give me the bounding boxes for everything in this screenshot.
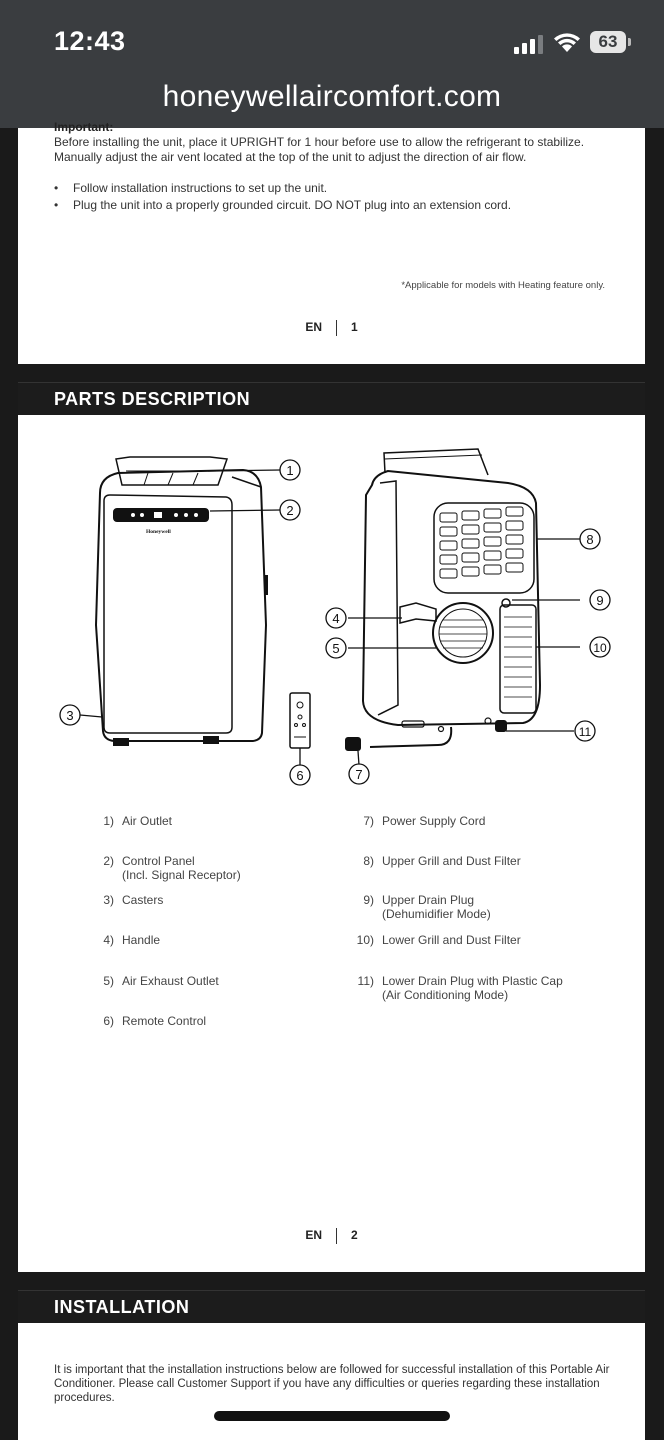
power-plug [345, 737, 361, 751]
page-number-footer: EN 1 [18, 320, 645, 336]
list-item: 8)Upper Grill and Dust Filter [363, 854, 521, 868]
bullet-text: Follow installation instructions to set … [73, 181, 328, 195]
back-unit-side [377, 480, 399, 716]
brand-logo: Honeywell [146, 529, 171, 535]
bullet-item-2: •Plug the unit into a properly grounded … [54, 198, 512, 212]
callout-1: 1 [279, 459, 301, 481]
list-item: 11)Lower Drain Plug with Plastic Cap(Air… [357, 974, 563, 1002]
page-number-footer: EN 2 [18, 1228, 645, 1244]
separator [335, 320, 337, 336]
lower-grill [499, 604, 537, 714]
svg-text:5: 5 [332, 641, 339, 656]
callout-6: 6 [289, 764, 311, 786]
bullet-item-1: •Follow installation instructions to set… [54, 181, 328, 195]
upper-drain-plug-drawing [501, 598, 511, 608]
bullet-text: Plug the unit into a properly grounded c… [73, 198, 512, 212]
svg-text:2: 2 [286, 503, 293, 518]
list-item: 4)Handle [103, 933, 161, 947]
list-item: 6)Remote Control [103, 1014, 207, 1028]
callout-2: 2 [279, 499, 301, 521]
callout-7: 7 [348, 763, 370, 785]
status-time: 12:43 [54, 26, 126, 56]
list-item: 10)Lower Grill and Dust Filter [356, 933, 521, 947]
list-item: 7)Power Supply Cord [363, 814, 486, 828]
important-heading: Important: [54, 120, 114, 134]
list-item: 5)Air Exhaust Outlet [103, 974, 219, 988]
section-title: INSTALLATION [54, 1297, 190, 1317]
top-bar: 12:43 63 honeywellaircomfort.com [0, 0, 664, 128]
lang-label: EN [305, 320, 322, 335]
battery-nub [628, 38, 631, 46]
heating-note: *Applicable for models with Heating feat… [401, 280, 605, 291]
svg-text:4: 4 [332, 611, 339, 626]
parts-diagram: Honeywell 1 2 3 4 5 6 7 8 9 10 11 [59, 448, 611, 786]
list-item: 3)Casters [103, 893, 164, 907]
list-item: 2)Control Panel(Incl. Signal Receptor) [103, 854, 241, 882]
svg-text:9: 9 [596, 593, 603, 608]
svg-text:8: 8 [586, 532, 593, 547]
svg-text:11: 11 [579, 725, 592, 739]
callout-11: 11 [574, 720, 596, 742]
manual-page-2: Honeywell 1 2 3 4 5 6 7 8 9 10 11 1)Air … [18, 415, 645, 1272]
important-line-1: Before installing the unit, place it UPR… [54, 135, 585, 149]
svg-text:6: 6 [296, 768, 303, 783]
callout-10: 10 [589, 636, 611, 658]
callout-4: 4 [325, 607, 347, 629]
address-bar-url[interactable]: honeywellaircomfort.com [162, 80, 502, 113]
back-unit-body [361, 469, 542, 727]
back-unit-handle [383, 448, 489, 476]
front-unit-body [94, 468, 268, 742]
callout-3: 3 [59, 704, 81, 726]
air-exhaust-outlet [432, 602, 494, 664]
remote-control-drawing [289, 692, 311, 749]
callout-9: 9 [589, 589, 611, 611]
callout-8: 8 [579, 528, 601, 550]
upper-grill [433, 502, 535, 594]
page-number: 1 [350, 320, 358, 335]
svg-text:10: 10 [593, 641, 607, 655]
installation-intro-text: It is important that the installation in… [54, 1364, 610, 1404]
handle-recess [399, 602, 437, 624]
front-unit-top-lid [115, 456, 229, 486]
callout-5: 5 [325, 637, 347, 659]
list-item: 9)Upper Drain Plug(Dehumidifier Mode) [363, 893, 491, 921]
section-title: PARTS DESCRIPTION [54, 389, 251, 409]
cellular-signal-icon [514, 35, 543, 54]
svg-text:1: 1 [286, 463, 293, 478]
home-indicator[interactable] [214, 1411, 450, 1421]
page-number: 2 [350, 1228, 358, 1243]
svg-text:7: 7 [355, 767, 362, 782]
manual-page-3: It is important that the installation in… [18, 1323, 645, 1440]
section-header-parts: PARTS DESCRIPTION [18, 382, 645, 417]
separator [335, 1228, 337, 1244]
front-unit-face [103, 494, 233, 734]
svg-text:3: 3 [66, 708, 73, 723]
battery-indicator: 63 [590, 31, 626, 53]
section-header-installation: INSTALLATION [18, 1290, 645, 1325]
important-line-2: Manually adjust the air vent located at … [54, 150, 527, 164]
wifi-icon [554, 33, 580, 52]
lang-label: EN [305, 1228, 322, 1243]
list-item: 1)Air Outlet [103, 814, 173, 828]
manual-page-1: Important: Before installing the unit, p… [18, 120, 645, 364]
